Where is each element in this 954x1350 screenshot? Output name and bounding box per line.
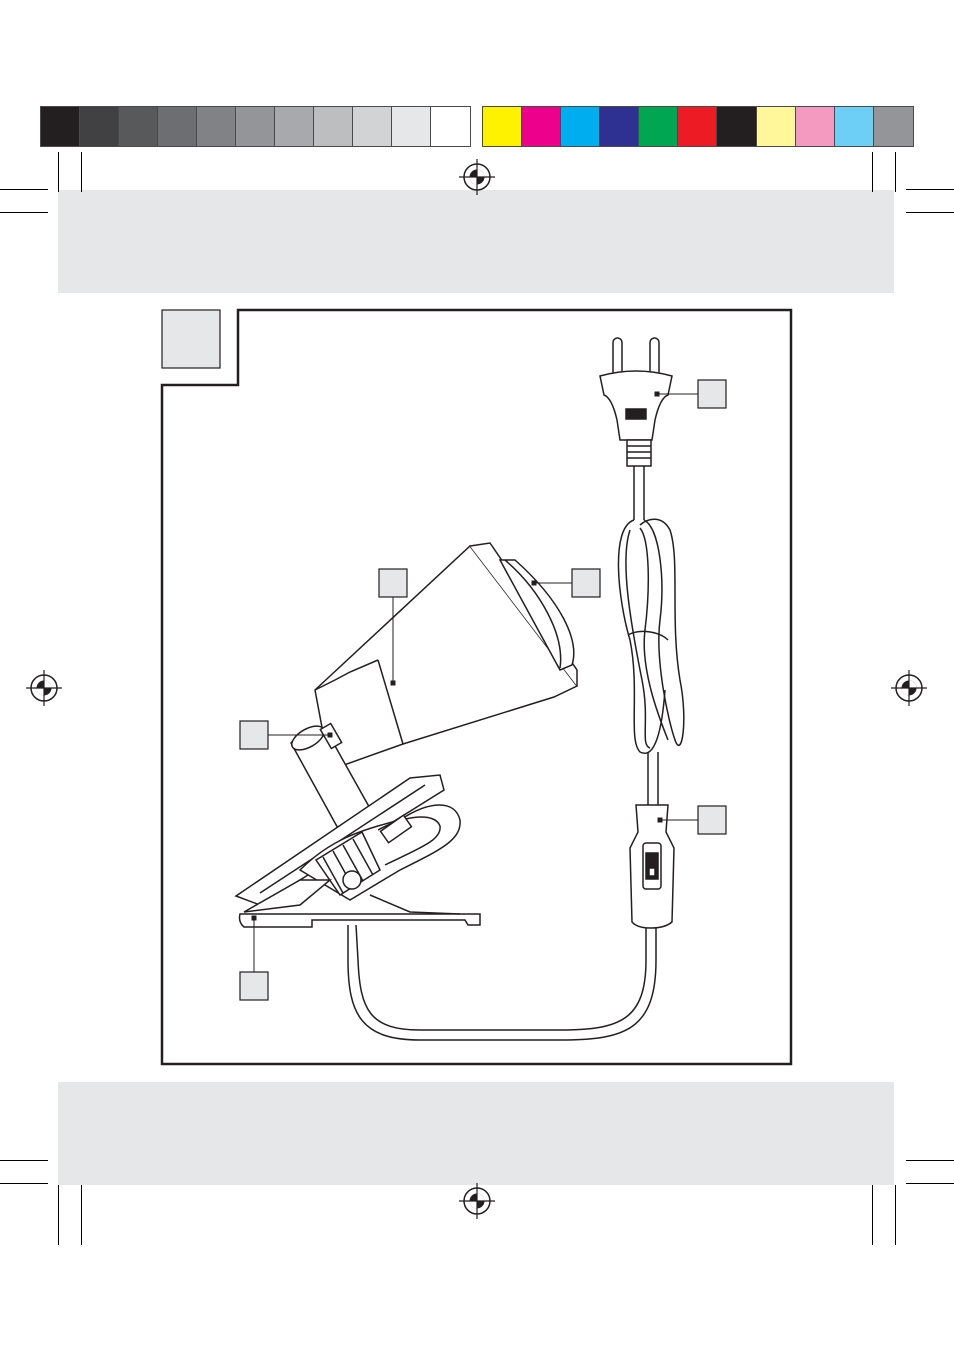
lamp-head-icon: [314, 542, 579, 772]
crop-mark: [0, 1160, 48, 1161]
lower-cord-icon: [347, 924, 657, 1041]
crop-mark: [906, 212, 954, 213]
crop-mark: [81, 1185, 82, 1245]
color-swatch: [522, 107, 562, 146]
callout-plug: [697, 379, 727, 409]
crop-mark: [906, 189, 954, 190]
inline-switch-icon: [629, 804, 675, 929]
crop-mark: [906, 1160, 954, 1161]
crop-mark: [58, 152, 59, 192]
figure-number-box: [161, 309, 221, 369]
gray-swatch: [119, 107, 158, 146]
gray-swatch: [80, 107, 119, 146]
color-swatch: [561, 107, 601, 146]
color-swatch: [795, 107, 835, 146]
crop-mark: [872, 1185, 873, 1245]
reflector-rim-icon: [498, 559, 575, 671]
gray-swatch-bar: [40, 106, 471, 147]
gray-swatch: [431, 107, 470, 146]
gray-swatch: [236, 107, 275, 146]
gray-swatch: [314, 107, 353, 146]
registration-mark-icon: [890, 669, 928, 707]
gray-swatch: [275, 107, 314, 146]
crop-mark: [0, 1183, 48, 1184]
color-swatch: [834, 107, 874, 146]
color-swatch: [873, 107, 913, 146]
crop-mark: [0, 212, 48, 213]
color-swatch: [756, 107, 796, 146]
crop-mark: [895, 152, 896, 192]
callout-lamp-head: [378, 568, 408, 598]
gray-swatch: [392, 107, 431, 146]
registration-mark-icon: [25, 669, 63, 707]
cord-bundle-icon: [617, 466, 685, 805]
color-swatch: [639, 107, 679, 146]
bottom-gray-band: [58, 1082, 894, 1185]
color-swatch: [600, 107, 640, 146]
plug-icon: [599, 337, 673, 467]
color-swatch: [717, 107, 757, 146]
registration-mark-icon: [458, 1182, 496, 1220]
callout-reflector: [571, 568, 601, 598]
crop-mark: [81, 152, 82, 192]
color-swatch: [483, 107, 523, 146]
callout-clip: [239, 971, 269, 1001]
figure-frame: [160, 308, 793, 1066]
gray-swatch: [41, 107, 80, 146]
gray-swatch: [353, 107, 392, 146]
callout-socket: [239, 720, 269, 750]
gray-swatch: [158, 107, 197, 146]
crop-mark: [906, 1183, 954, 1184]
crop-mark: [0, 189, 48, 190]
registration-mark-icon: [458, 158, 496, 196]
color-swatch-bar: [482, 106, 914, 147]
callout-switch: [697, 805, 727, 835]
crop-mark: [895, 1185, 896, 1245]
crop-mark: [58, 1185, 59, 1245]
callout-leaders: [251, 391, 698, 972]
color-swatch: [678, 107, 718, 146]
spring-clip-icon: [234, 774, 481, 928]
top-gray-band: [58, 190, 894, 293]
crop-mark: [872, 152, 873, 192]
gray-swatch: [197, 107, 236, 146]
